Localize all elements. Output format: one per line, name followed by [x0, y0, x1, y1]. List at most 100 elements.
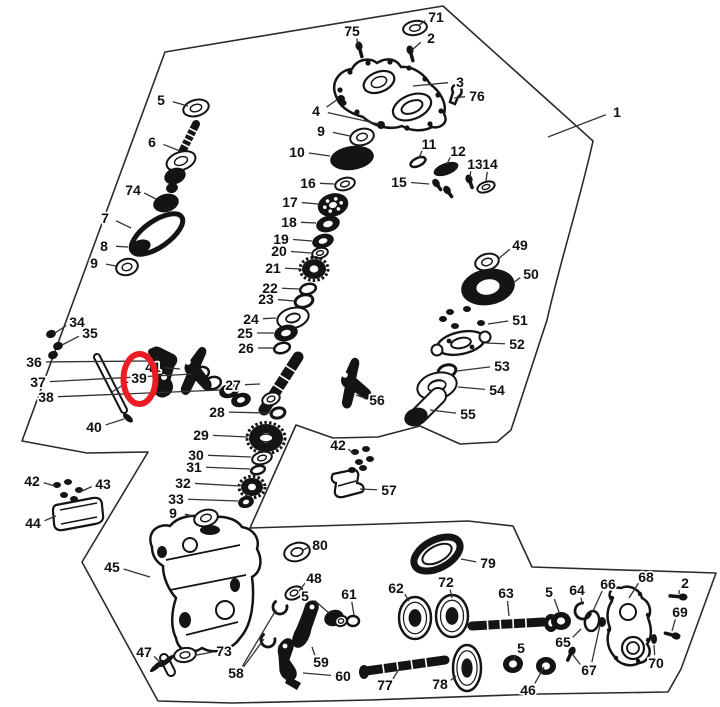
part-label-24: 24 — [243, 311, 259, 327]
part-washer-drawing — [551, 612, 571, 630]
part-shape — [461, 658, 473, 678]
leader-line-61 — [351, 601, 355, 616]
part-label-13: 13 — [467, 156, 483, 172]
leader-line-6 — [163, 143, 181, 152]
part-spacer-drawing — [477, 320, 485, 326]
part-shape — [486, 620, 489, 631]
part-label-51: 51 — [512, 312, 528, 328]
part-shape — [481, 257, 493, 267]
shift-fork-41-drawing — [180, 344, 217, 399]
part-shape — [671, 632, 681, 640]
part-label-37: 37 — [30, 374, 46, 390]
part-label-60: 60 — [335, 668, 351, 684]
leader-line-22 — [281, 287, 300, 290]
part-shape — [445, 607, 459, 625]
leader-line-44 — [44, 515, 57, 522]
part-ring-drawing — [249, 464, 267, 476]
part-spacer-drawing — [164, 167, 186, 185]
part-gear-drawing — [237, 474, 267, 500]
leader-line-5 — [513, 654, 516, 661]
part-bolt-drawing — [566, 646, 576, 662]
part-label-18: 18 — [281, 214, 297, 230]
part-ring-drawing — [583, 609, 601, 633]
part-washer-drawing — [311, 246, 329, 260]
part-shape — [328, 209, 333, 213]
leader-line-69 — [671, 619, 676, 632]
part-snap-ring-drawing — [573, 601, 593, 621]
part-label-12: 12 — [450, 143, 466, 159]
leader-line-8 — [115, 245, 129, 248]
part-washer-drawing — [316, 215, 340, 233]
leader-line-2 — [411, 41, 422, 51]
highlight-layer — [120, 351, 159, 407]
part-label-19: 19 — [273, 231, 289, 247]
part-shape — [568, 646, 576, 656]
leader-line-42 — [43, 482, 56, 487]
part-label-54: 54 — [489, 382, 505, 398]
leader-line-10 — [308, 152, 331, 157]
part-pulley-drawing — [451, 643, 483, 693]
part-label-74: 74 — [125, 182, 141, 198]
part-shape — [186, 132, 195, 138]
part-shape — [242, 499, 250, 505]
part-washer-drawing — [476, 180, 496, 194]
leader-line-50 — [512, 277, 521, 284]
leader-line-20 — [290, 250, 312, 254]
part-spacer-drawing — [75, 487, 83, 493]
part-label-78: 78 — [432, 676, 448, 692]
part-shape — [406, 45, 414, 55]
part-ring-drawing — [191, 365, 211, 381]
leader-line-74 — [143, 192, 157, 200]
leader-line-16 — [319, 182, 335, 185]
part-label-66: 66 — [600, 576, 616, 592]
part-shape — [524, 617, 528, 628]
leader-line-4 — [326, 98, 339, 108]
part-spacer-drawing — [148, 348, 158, 356]
part-spacer-drawing — [153, 193, 179, 213]
part-shape — [439, 599, 465, 633]
part-label-9: 9 — [90, 255, 98, 271]
leader-lines-layer — [43, 20, 680, 684]
shift-lever-59-drawing — [292, 600, 319, 648]
leader-line-59 — [311, 646, 316, 656]
leader-line-43 — [79, 486, 92, 493]
part-shape — [284, 364, 297, 373]
part-label-10: 10 — [289, 144, 305, 160]
leader-line-64 — [580, 597, 583, 605]
leader-line-9 — [105, 263, 117, 267]
part-gear-drawing — [245, 420, 287, 456]
part-pulley-drawing — [434, 593, 470, 639]
part-shape — [245, 420, 287, 456]
part-shape — [356, 132, 368, 142]
leader-line-76 — [453, 96, 466, 99]
part-shape — [339, 201, 344, 205]
part-label-43: 43 — [95, 476, 111, 492]
part-shape — [179, 651, 191, 659]
part-label-72: 72 — [438, 574, 454, 590]
part-label-48: 48 — [306, 570, 322, 586]
part-washer-drawing — [503, 654, 523, 674]
part-spacer-drawing — [433, 161, 459, 177]
part-label-50: 50 — [523, 266, 539, 282]
part-label-47: 47 — [136, 644, 152, 660]
part-shape — [443, 185, 451, 195]
part-spacer-drawing — [155, 357, 165, 365]
part-shape — [678, 593, 688, 601]
part-label-75: 75 — [344, 23, 360, 39]
part-shape — [325, 199, 330, 203]
leader-line-58 — [243, 638, 265, 668]
leader-line-11 — [418, 150, 423, 159]
part-spacer-drawing — [70, 496, 78, 502]
part-shape — [410, 659, 414, 670]
part-splined-shaft-drawing — [467, 617, 548, 631]
leader-line-78 — [450, 675, 457, 681]
part-spacer-drawing — [439, 316, 447, 322]
leader-line-77 — [392, 668, 400, 680]
part-label-44: 44 — [25, 515, 41, 531]
part-label-42: 42 — [330, 437, 346, 453]
part-label-38: 38 — [38, 389, 54, 405]
part-shape — [188, 127, 198, 133]
part-label-8: 8 — [100, 238, 108, 254]
bearing-flange-52-drawing — [430, 329, 492, 357]
